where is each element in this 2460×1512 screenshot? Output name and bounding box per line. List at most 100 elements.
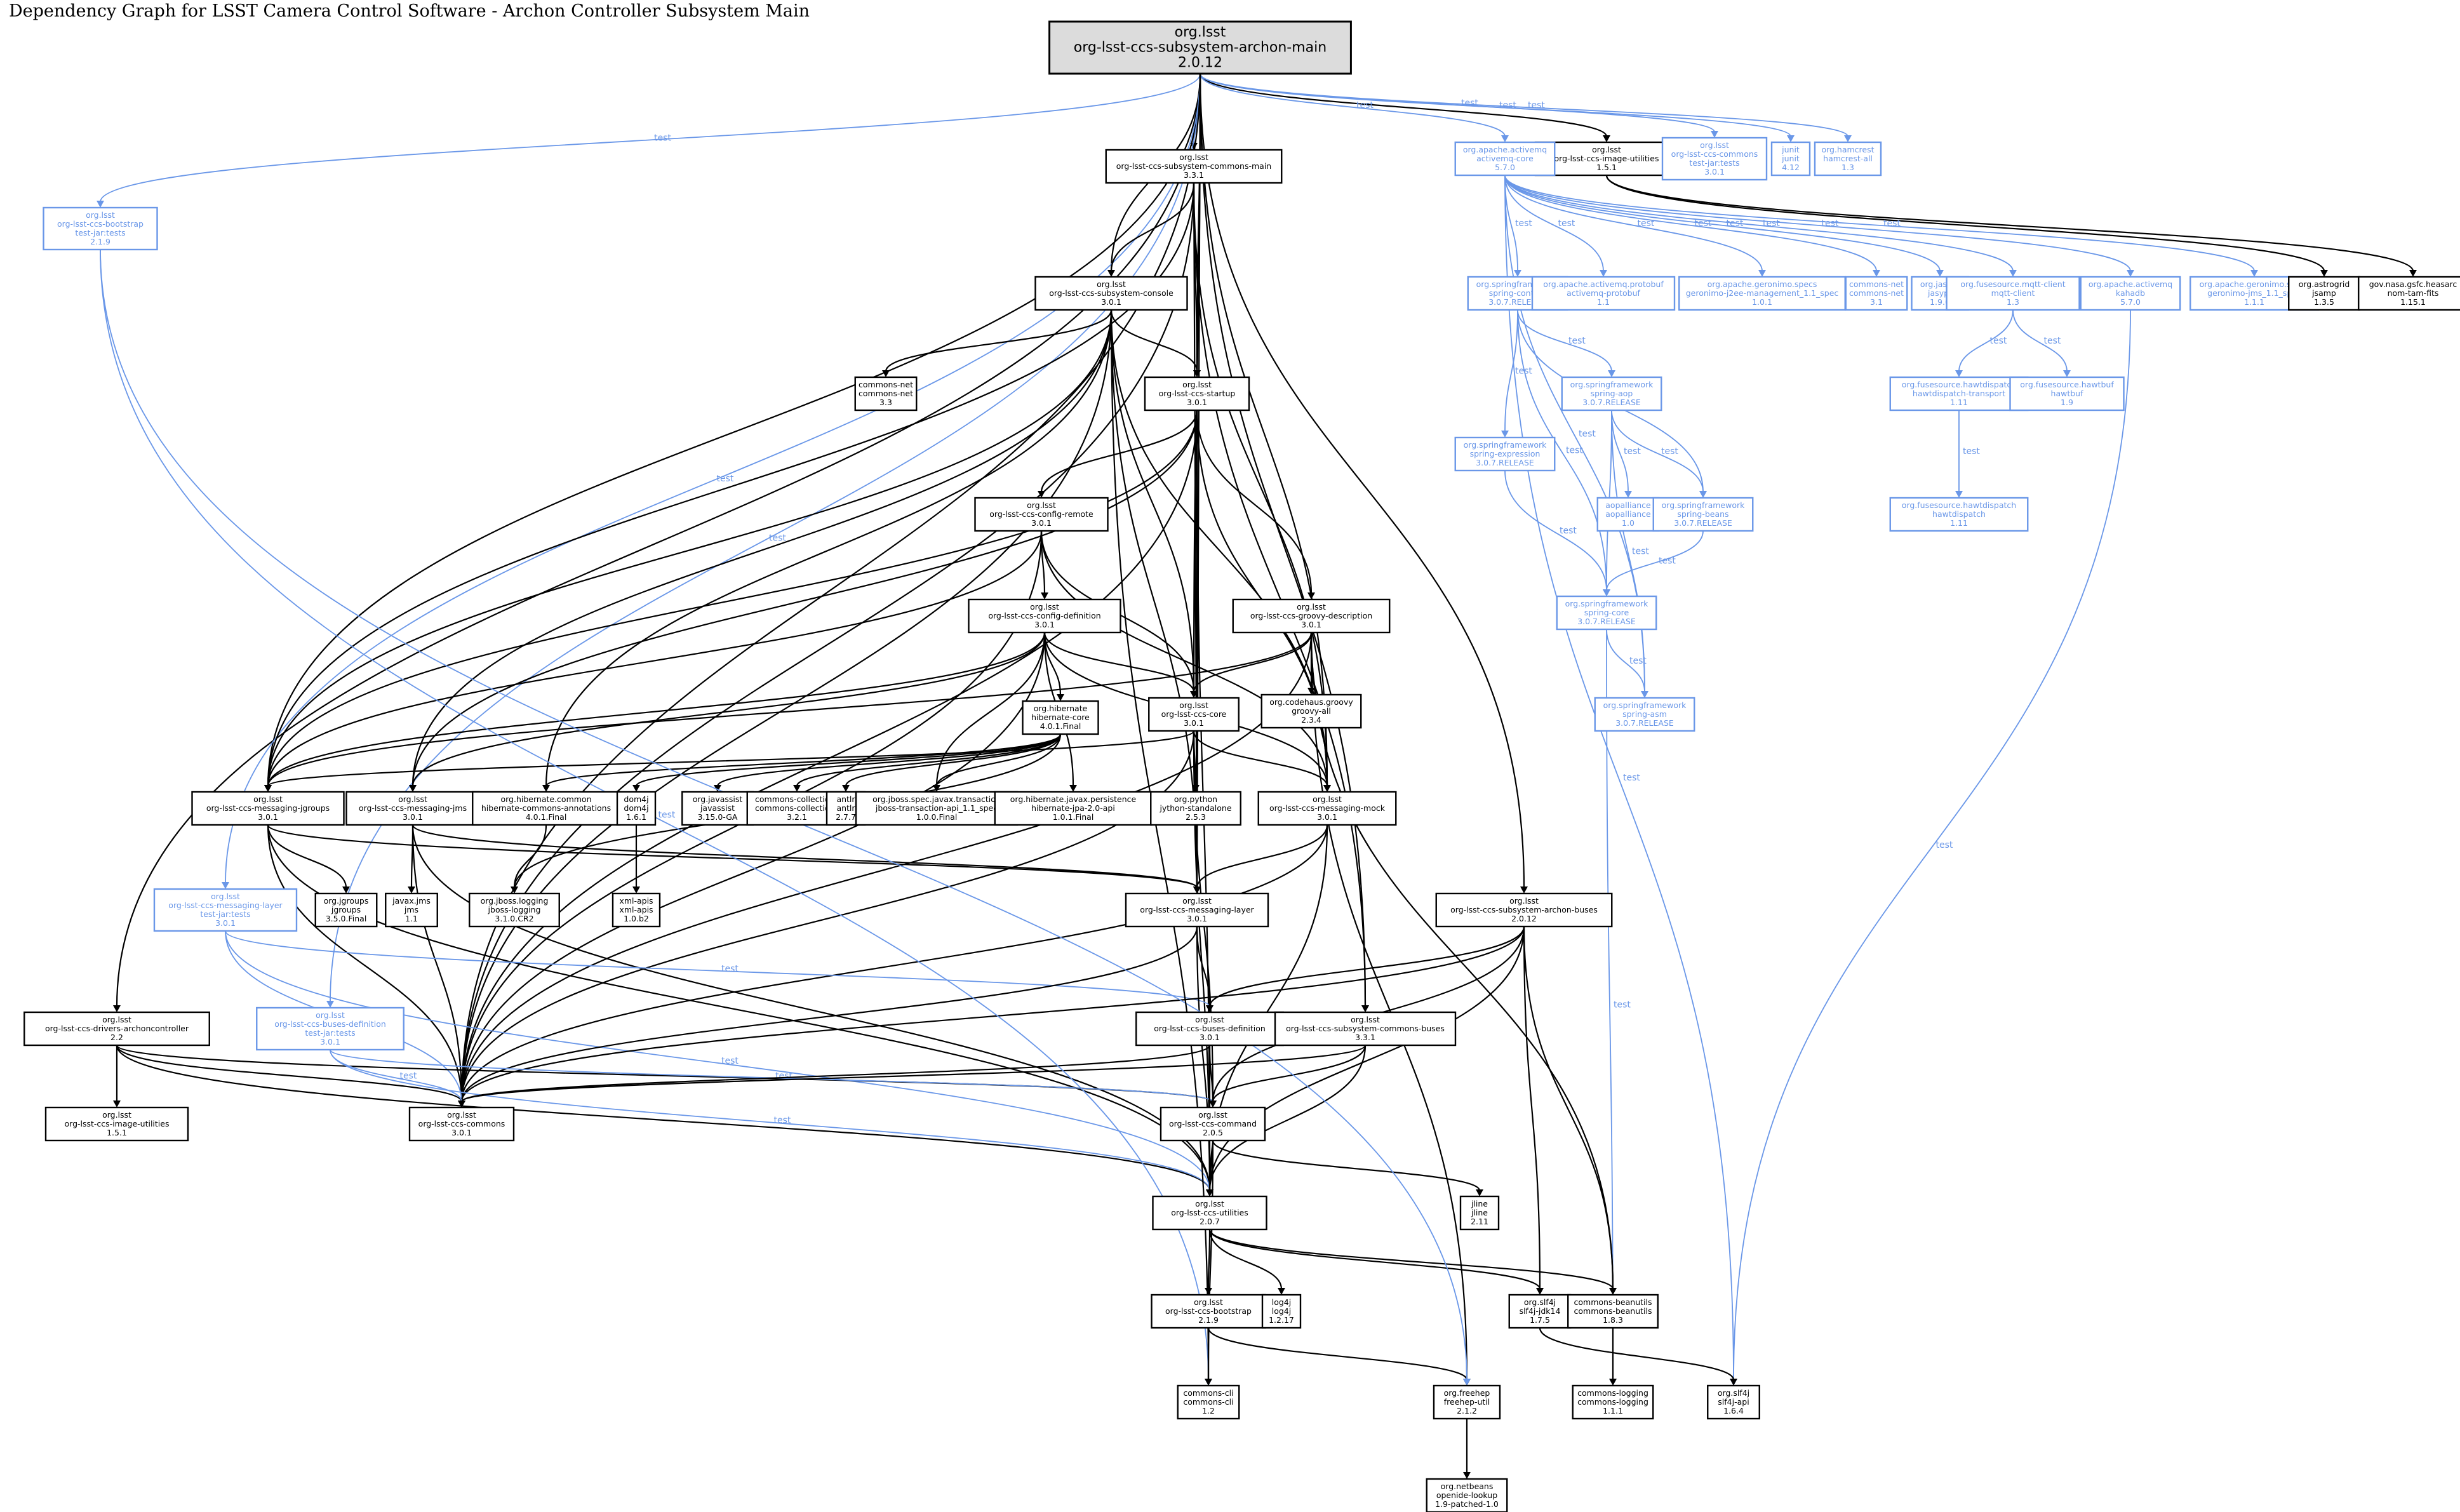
- node-version: 1.1: [1597, 297, 1610, 307]
- edge-root-to-msg_layer_tests: test: [222, 73, 1201, 889]
- edge-line: [1504, 175, 1941, 272]
- edge-freehep-to-openide: [1463, 1418, 1471, 1479]
- node-artifact-id: mqtt-client: [1991, 288, 2035, 298]
- edge-line: [1110, 182, 1195, 272]
- node-artifact-id: jsamp: [2311, 288, 2336, 298]
- edge-arrowhead: [1107, 270, 1115, 277]
- node-artifact-id: geronimo-j2ee-management_1.1_spec: [1686, 288, 1839, 298]
- node-group-id: org.springframework: [1464, 440, 1547, 450]
- node-group-id: org.lsst: [102, 1015, 131, 1024]
- node-group-id: aopalliance: [1605, 500, 1651, 510]
- node-box: [1678, 276, 1846, 311]
- edge-line: [1110, 309, 1210, 1381]
- node-artifact-id: slf4j-jdk14: [1520, 1306, 1561, 1316]
- node-group-id: org.apache.geronimo.specs: [1708, 279, 1817, 289]
- edge-arrowhead: [1501, 135, 1509, 142]
- edge-commons_main-to-commons_buses: [1193, 182, 1369, 1012]
- node-box: [469, 892, 560, 928]
- node-version: 3.3: [879, 398, 892, 407]
- node-version: 3.0.7.RELEASE: [1615, 718, 1674, 728]
- edge-slf4j_jdk14-to-slf4j_api: [1539, 1327, 1737, 1386]
- edge-line: [716, 733, 1062, 787]
- edge-line: [1208, 1045, 1367, 1191]
- edge-hibernate_core-to-dom4j: [632, 733, 1062, 792]
- node-artifact-id: org-lsst-ccs-image-utilities: [65, 1119, 170, 1128]
- edge-line: [460, 632, 1313, 1102]
- node-group-id: org.hibernate.common: [500, 794, 591, 804]
- edge-groovy_desc-to-ccs_core: [1190, 632, 1313, 698]
- node-version: 3.15.0-GA: [698, 812, 738, 822]
- node-group-id: antlr: [836, 794, 855, 804]
- page-title: Dependency Graph for LSST Camera Control…: [9, 1, 810, 21]
- node-group-id: org.lsst: [1313, 794, 1342, 804]
- node-box: [1454, 436, 1556, 472]
- edge-label-test: test: [654, 133, 671, 144]
- node-version: 3.0.1: [215, 918, 236, 928]
- edge-arrowhead: [408, 886, 415, 893]
- node-group-id: org.lsst: [1592, 145, 1621, 154]
- node-box: [1508, 1294, 1572, 1329]
- node-version: 1.0.1: [1752, 297, 1772, 307]
- node-group-id: log4j: [1272, 1297, 1291, 1307]
- node-artifact-id: hamcrest-all: [1823, 154, 1873, 163]
- node-box: [1034, 276, 1188, 311]
- edge-line: [267, 309, 1113, 787]
- edge-line: [1539, 1327, 1735, 1381]
- edge-line: [796, 733, 1062, 787]
- node-artifact-id: groovy-all: [1292, 706, 1331, 716]
- edge-root-to-activemq: test: [1200, 73, 1509, 142]
- edge-line: [1208, 1229, 1614, 1290]
- edge-line: [935, 733, 1062, 787]
- node-group-id: org.lsst: [1182, 380, 1212, 389]
- node-version: 1.2: [1202, 1406, 1215, 1415]
- node-artifact-id: junit: [1781, 154, 1800, 163]
- edge-line: [1212, 1045, 1367, 1102]
- edge-line: [116, 1045, 1214, 1102]
- edge-label-test: test: [1659, 556, 1676, 566]
- edge-arrowhead: [326, 1001, 334, 1008]
- edge-arrowhead: [1955, 491, 1963, 498]
- node-artifact-id: org-lsst-ccs-command: [1169, 1119, 1257, 1128]
- edge-line: [1606, 629, 1614, 1381]
- node-group-id: org.jgroups: [324, 896, 369, 906]
- edge-label-test: test: [1990, 336, 2007, 346]
- node-box: [1426, 1478, 1508, 1512]
- node-box: [1814, 141, 1882, 177]
- node-box: [1435, 892, 1613, 928]
- node-org-netbeans-openide-lookup: org.netbeansopenide-lookup1.9-patched-1.…: [1426, 1478, 1508, 1512]
- node-org-lsst-org-lsst-ccs-subsystem-console: org.lsstorg-lsst-ccs-subsystem-console3.…: [1034, 276, 1188, 311]
- node-box: [1661, 137, 1768, 181]
- node-artifact-id: org-lsst-ccs-messaging-layer: [168, 900, 283, 910]
- node-box: [345, 791, 480, 826]
- node-version: 1.6.1: [626, 812, 646, 822]
- edge-line: [1611, 410, 1704, 493]
- node-artifact-id: antlr: [836, 803, 855, 813]
- edge-arrowhead: [1873, 270, 1880, 277]
- edge-arrowhead: [1844, 135, 1852, 142]
- edge-config_def-to-msg_jgroups: [264, 632, 1046, 792]
- node-artifact-id: org-lsst-ccs-startup: [1159, 389, 1236, 398]
- edge-commons_buses-to-ccs_commons: [458, 1045, 1367, 1107]
- edge-arrowhead: [511, 886, 518, 893]
- node-artifact-id: spring-core: [1584, 608, 1629, 617]
- edge-label-test: test: [721, 1056, 739, 1066]
- edge-line: [267, 530, 1043, 787]
- node-group-id: org.lsst: [1297, 602, 1326, 612]
- edge-line: [635, 733, 1062, 787]
- node-version: 2.1.9: [90, 237, 110, 246]
- edge-kahadb-to-slf4j_api: test: [1730, 309, 2131, 1386]
- edge-commons_main-to-console: [1107, 182, 1195, 277]
- edge-line: [330, 73, 1201, 1003]
- edge-buses_def_tests-to-ccs_commons: test: [330, 1049, 465, 1107]
- edge-arrowhead: [97, 201, 104, 208]
- node-box: [1459, 1195, 1500, 1231]
- edge-arrowhead: [1038, 491, 1045, 498]
